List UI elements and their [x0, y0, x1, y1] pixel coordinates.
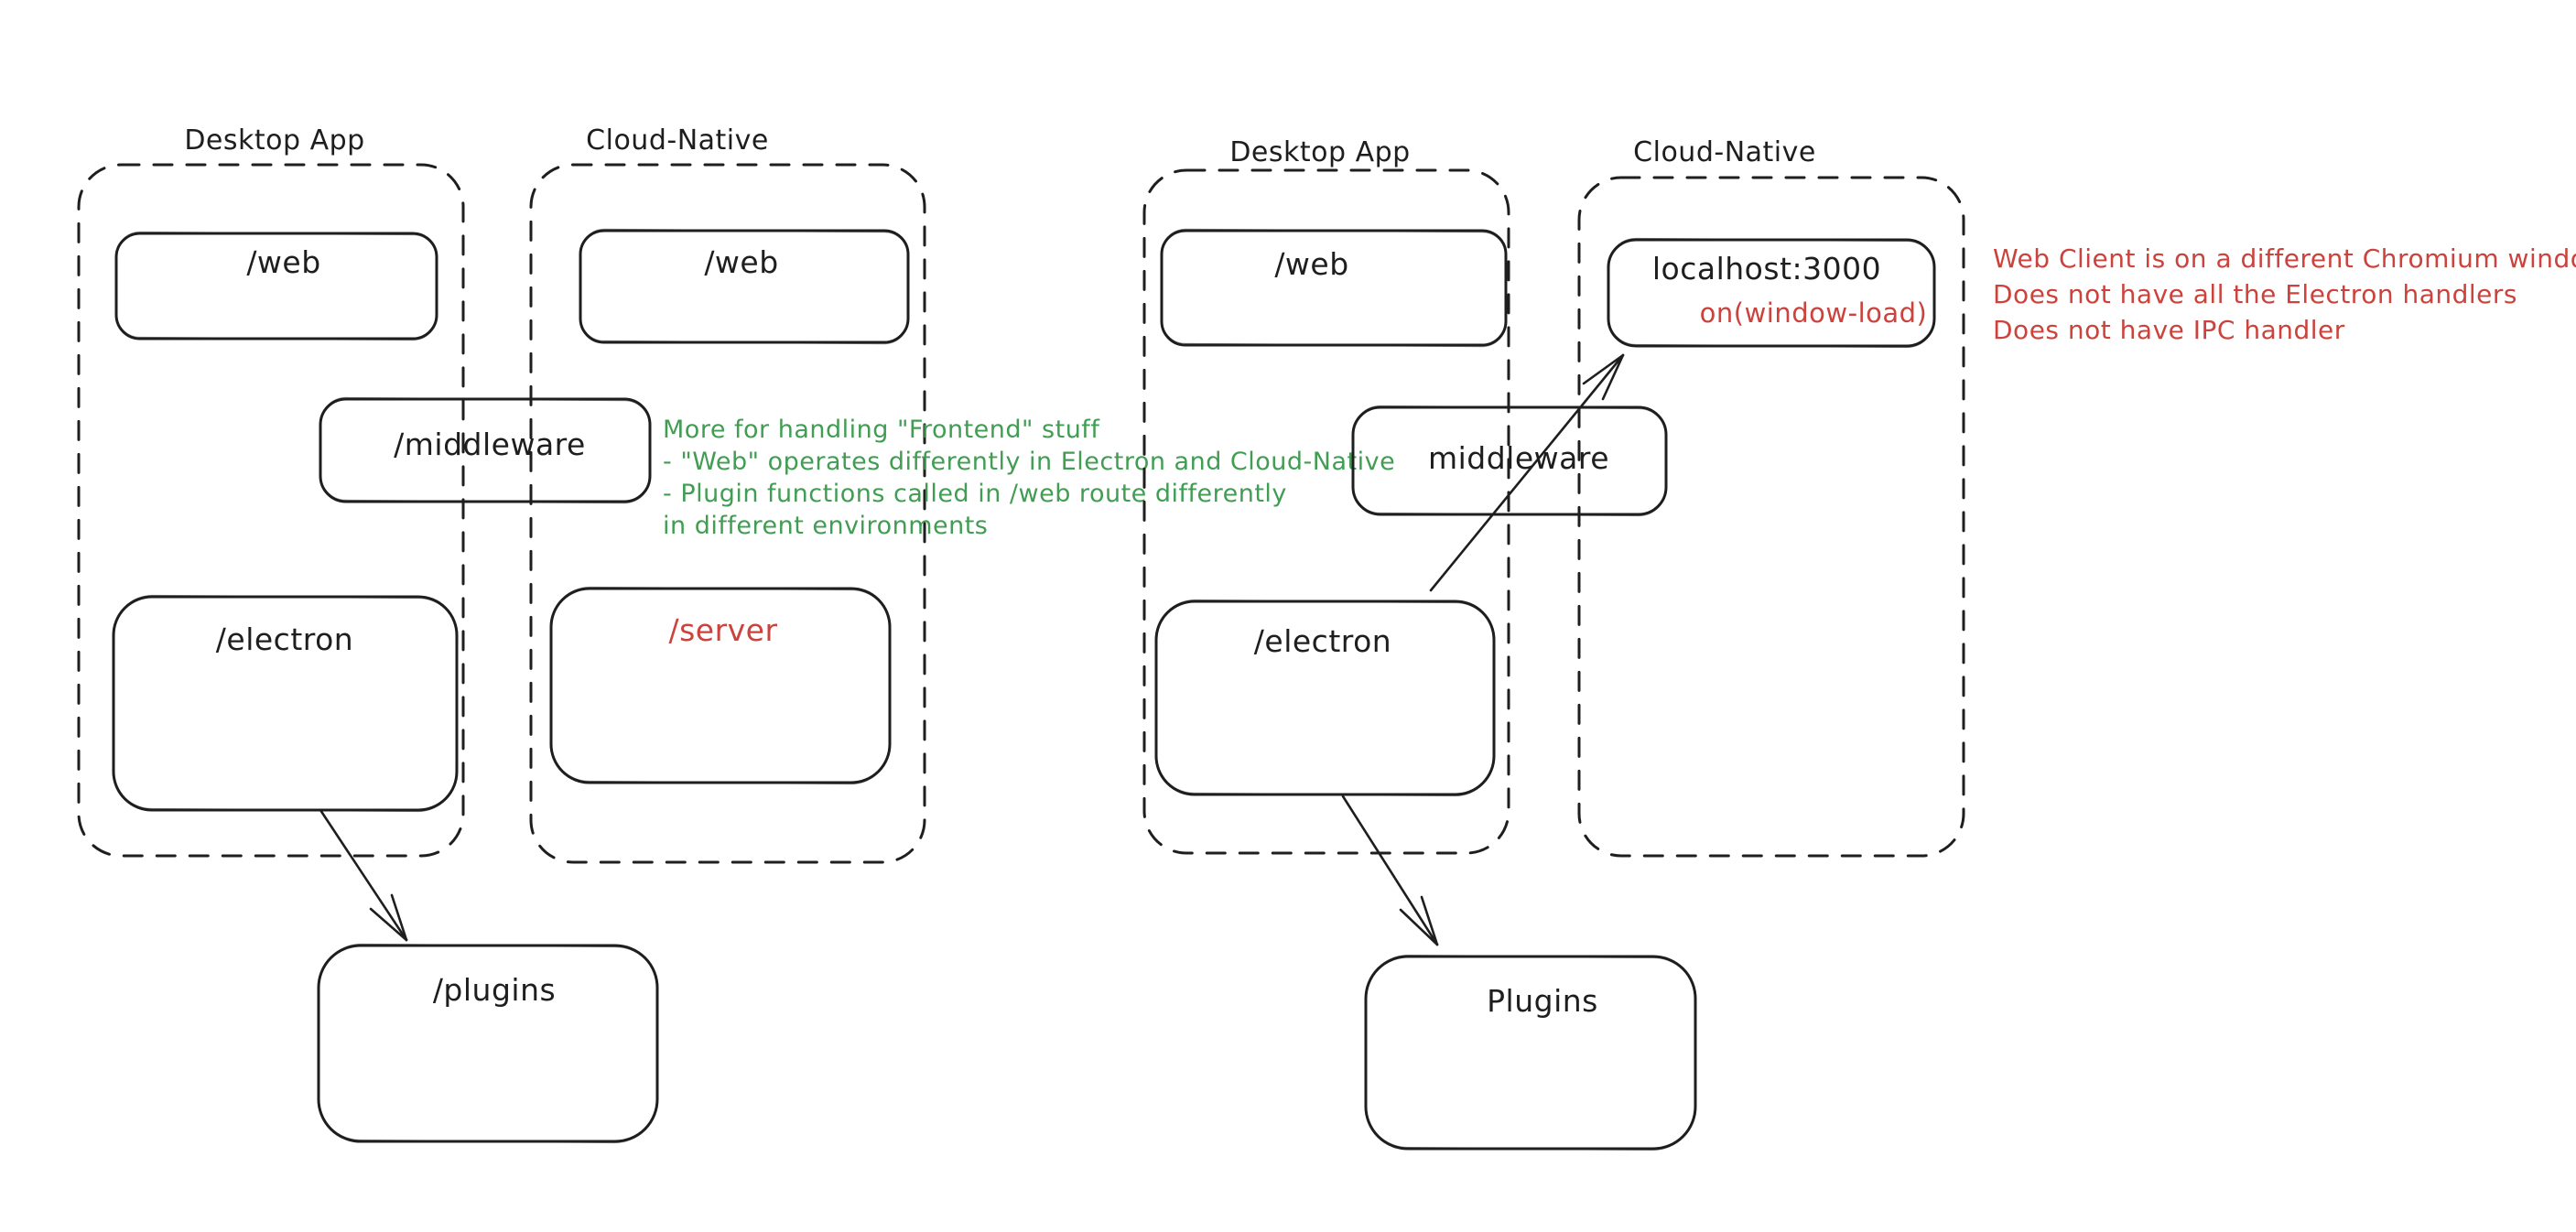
- note-red-line-1: Web Client is on a different Chromium wi…: [1993, 243, 2576, 274]
- box-left-cloud-web-sketch: [579, 228, 910, 345]
- box-left-cloud-server-label: /server: [668, 612, 777, 648]
- arrow-left-electron-to-plugins: [319, 808, 408, 942]
- container-left-desktop-app: [77, 163, 465, 858]
- container-right-cloud-native: [1577, 176, 1965, 858]
- note-red-line-3: Does not have IPC handler: [1993, 315, 2345, 345]
- box-left-desktop-electron-label: /electron: [216, 621, 353, 657]
- box-left-cloud-server-sketch: [549, 586, 892, 785]
- arrow-head-stroke: [1582, 353, 1625, 385]
- box-right-desktop-electron: [1154, 600, 1496, 796]
- box-right-middleware: [1351, 405, 1668, 516]
- label-right-desktop-app: Desktop App: [1229, 136, 1410, 168]
- box-left-desktop-electron-sketch: [112, 594, 459, 813]
- box-left-middleware-sketch: [319, 396, 652, 504]
- arrow-right-electron-to-plugins: [1341, 794, 1439, 946]
- box-left-desktop-electron: [112, 595, 459, 812]
- arrow-shaft: [1341, 794, 1439, 946]
- box-right-plugins-sketch: [1364, 954, 1697, 1151]
- note-green-line-1: More for handling "Frontend" stuff: [663, 416, 1100, 444]
- box-right-desktop-electron-label: /electron: [1254, 623, 1391, 659]
- arrow-shaft: [1429, 353, 1625, 592]
- box-right-middleware-sketch: [1351, 405, 1668, 517]
- box-left-cloud-web-label: /web: [704, 244, 778, 280]
- box-right-localhost-3000-sketch: [1607, 237, 1936, 349]
- box-right-plugins: [1364, 955, 1697, 1151]
- box-left-desktop-web: [114, 232, 438, 340]
- arrow-head-stroke: [369, 907, 408, 942]
- note-green-line-3: - Plugin functions called in /web route …: [663, 480, 1287, 508]
- box-left-plugins: [317, 944, 659, 1143]
- box-right-desktop-web: [1160, 229, 1508, 347]
- box-left-plugins-sketch: [317, 943, 659, 1144]
- box-right-window-load-label: on(window-load): [1700, 297, 1928, 329]
- arrow-head-stroke: [390, 893, 408, 942]
- box-right-desktop-electron-sketch: [1154, 599, 1496, 797]
- box-left-middleware: [319, 397, 652, 503]
- box-right-desktop-web-label: /web: [1274, 246, 1348, 282]
- arrow-right-electron-to-localhost: [1429, 353, 1625, 592]
- label-left-cloud-native: Cloud-Native: [586, 124, 769, 157]
- arrow-head-stroke: [1420, 895, 1439, 946]
- box-right-desktop-web-sketch: [1160, 228, 1508, 348]
- note-web-client-red: Web Client is on a different Chromium wi…: [1993, 243, 2576, 345]
- note-red-line-2: Does not have all the Electron handlers: [1993, 279, 2517, 309]
- box-right-plugins-label: Plugins: [1487, 983, 1598, 1019]
- note-middleware-green: More for handling "Frontend" stuff - "We…: [663, 416, 1395, 540]
- box-right-localhost-3000: [1607, 238, 1936, 348]
- arrow-head-stroke: [1399, 908, 1439, 946]
- note-green-line-2: - "Web" operates differently in Electron…: [663, 448, 1395, 476]
- box-left-middleware-label: /middleware: [394, 427, 586, 462]
- box-left-cloud-server: [549, 587, 892, 784]
- container-right-desktop-app: [1142, 168, 1510, 855]
- arrow-head-stroke: [1601, 353, 1625, 401]
- box-left-plugins-label: /plugins: [433, 972, 556, 1008]
- box-left-desktop-web-label: /web: [246, 244, 320, 280]
- box-right-middleware-label: middleware: [1428, 440, 1609, 476]
- note-green-line-4: in different environments: [663, 512, 988, 540]
- label-left-desktop-app: Desktop App: [184, 124, 364, 157]
- box-right-localhost-3000-label: localhost:3000: [1652, 251, 1881, 286]
- arrow-shaft: [319, 808, 408, 942]
- box-left-cloud-web: [579, 229, 910, 344]
- box-left-desktop-web-sketch: [114, 231, 438, 341]
- label-right-cloud-native: Cloud-Native: [1633, 136, 1816, 168]
